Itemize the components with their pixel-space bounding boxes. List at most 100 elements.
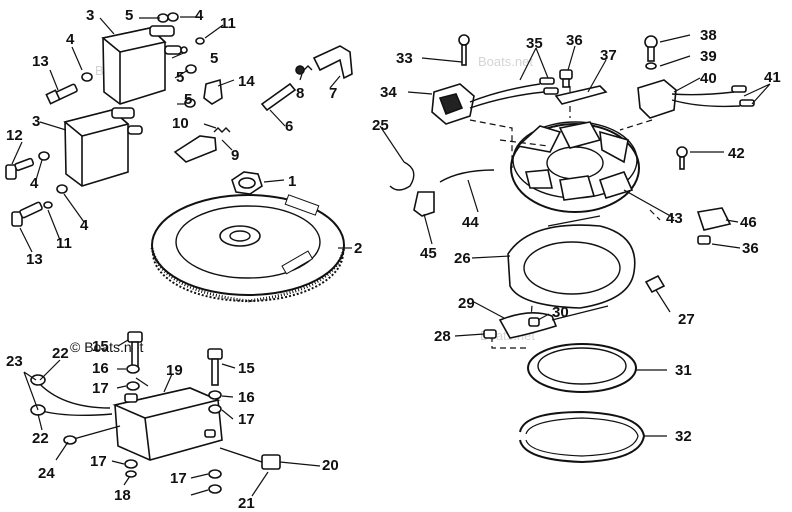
- callout-16-right: 16: [238, 389, 255, 406]
- washer: [56, 184, 68, 194]
- pin-27: [644, 274, 666, 294]
- lockwasher: [195, 37, 205, 45]
- ground-lead: [63, 425, 121, 445]
- connector-lead: [219, 447, 281, 470]
- retaining-ring: [527, 343, 637, 393]
- callout-17-right: 17: [238, 411, 255, 428]
- hose-44: [439, 169, 495, 183]
- callout-36-top: 36: [566, 32, 583, 49]
- callout-26: 26: [454, 250, 471, 267]
- sensor-40: [637, 79, 755, 119]
- callout-11-lower: 11: [56, 235, 72, 252]
- washer: [167, 12, 179, 22]
- leader-lines: [11, 16, 771, 497]
- power-pack: [112, 387, 223, 461]
- screw-right: [207, 348, 223, 386]
- washer: [126, 364, 140, 374]
- callout-37: 37: [600, 47, 617, 64]
- washer: [38, 151, 50, 161]
- screw-42: [676, 146, 688, 170]
- spring-upper: [295, 65, 313, 75]
- callout-24: 24: [38, 465, 55, 482]
- charge-coil: [431, 77, 559, 125]
- callout-30: 30: [552, 304, 569, 321]
- callout-3-upper: 3: [86, 7, 94, 24]
- callout-23: 23: [6, 353, 23, 370]
- screw-30: [528, 317, 540, 327]
- callout-40: 40: [700, 70, 717, 87]
- callout-25: 25: [372, 117, 389, 134]
- screw-36-top: [559, 69, 573, 88]
- callout-13-lower: 13: [26, 251, 43, 268]
- callout-13-upper: 13: [32, 53, 49, 70]
- coil-screw-left: [5, 157, 35, 180]
- callout-14: 14: [238, 73, 255, 90]
- screw-38: [644, 35, 658, 62]
- callout-32: 32: [675, 428, 692, 445]
- watermark-main: © Boats.net: [70, 339, 143, 355]
- spark-plug-boot-lower: [173, 135, 217, 163]
- spring-lower: [213, 127, 231, 133]
- callout-11-top: 11: [220, 15, 236, 32]
- callout-33: 33: [396, 50, 413, 67]
- flywheel: [150, 194, 346, 303]
- callout-35: 35: [526, 35, 543, 52]
- washer: [185, 64, 197, 74]
- callout-29: 29: [458, 295, 475, 312]
- callout-8: 8: [296, 85, 304, 102]
- callout-1: 1: [288, 173, 296, 190]
- alignment-line: [491, 336, 530, 349]
- callout-27: 27: [678, 311, 695, 328]
- callout-4-lower: 4: [30, 175, 39, 192]
- washer: [208, 484, 222, 494]
- screw-33: [458, 34, 470, 66]
- callout-16-left: 16: [92, 360, 109, 377]
- callout-34: 34: [380, 84, 397, 101]
- terminal-45: [413, 191, 435, 217]
- alignment-line: [649, 209, 661, 221]
- ground-clip: [203, 78, 223, 105]
- retainer-plate: [507, 215, 636, 309]
- coil-bolt-lower: [11, 201, 43, 227]
- ignition-coil-lower: [63, 107, 143, 187]
- watermark-faint-2: Boats.net: [478, 54, 533, 69]
- callout-45: 45: [420, 245, 437, 262]
- callout-22-lower: 22: [32, 430, 49, 447]
- washer: [124, 459, 138, 469]
- callout-5-lower: 5: [184, 91, 192, 108]
- washer: [208, 390, 222, 400]
- callout-39: 39: [700, 48, 717, 65]
- callout-21: 21: [238, 495, 255, 512]
- callout-15-left: 15: [92, 338, 109, 355]
- screw-28: [483, 329, 497, 339]
- callout-5-mid: 5: [210, 50, 218, 67]
- callout-28: 28: [434, 328, 451, 345]
- snap-ring: [519, 410, 646, 464]
- washer: [81, 72, 93, 82]
- high-tension-lead: [260, 82, 297, 112]
- alignment-line: [469, 119, 513, 168]
- callout-31: 31: [675, 362, 692, 379]
- clip-25: [389, 161, 415, 191]
- callout-36-bottom: 36: [742, 240, 759, 257]
- callout-4-bottom: 4: [80, 217, 89, 234]
- alignment-line: [499, 139, 549, 147]
- callout-43: 43: [666, 210, 683, 227]
- callout-labels: 3 5 4 11 4 5 13 5 14 7 8 3 5 10 6 9 12 4…: [6, 7, 781, 512]
- callout-6: 6: [285, 118, 293, 135]
- callout-17-bottom: 17: [90, 453, 107, 470]
- callout-9: 9: [231, 147, 239, 164]
- screw-36-bottom: [697, 235, 711, 245]
- callout-5-top: 5: [125, 7, 133, 24]
- cam-46: [696, 207, 732, 231]
- callout-46: 46: [740, 214, 757, 231]
- lockwasher: [43, 201, 53, 209]
- callout-3-lower: 3: [32, 113, 40, 130]
- washer: [184, 98, 196, 108]
- callout-38: 38: [700, 27, 717, 44]
- timer-base-assembly: [510, 121, 640, 213]
- callout-10: 10: [172, 115, 189, 132]
- callout-44: 44: [462, 214, 479, 231]
- callout-42: 42: [728, 145, 745, 162]
